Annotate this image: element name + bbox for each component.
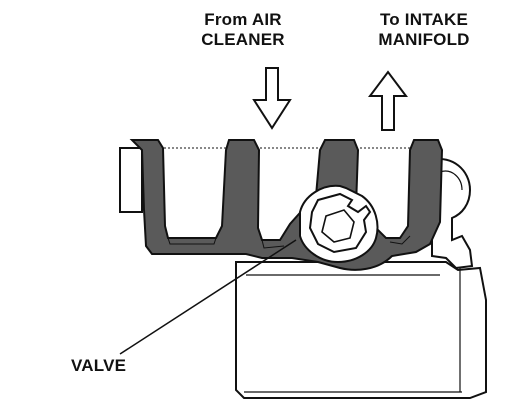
from-air-cleaner-line-2: CLEANER bbox=[201, 30, 285, 49]
from-air-cleaner-label: From AIR CLEANER bbox=[178, 10, 308, 50]
housing-detail-lines bbox=[167, 235, 411, 249]
valve-label: VALVE bbox=[71, 356, 127, 375]
to-intake-manifold-label: To INTAKE MANIFOLD bbox=[344, 10, 504, 50]
valve-leader-line bbox=[119, 239, 297, 355]
to-intake-manifold-line-1: To INTAKE bbox=[379, 10, 469, 29]
right-side-boss bbox=[431, 158, 474, 270]
from-air-cleaner-line-1: From AIR bbox=[204, 10, 282, 29]
valve-housing bbox=[129, 139, 444, 271]
valve-rotor bbox=[308, 192, 372, 254]
lower-body bbox=[235, 261, 487, 399]
left-side-plate bbox=[119, 147, 143, 213]
to-intake-manifold-line-2: MANIFOLD bbox=[378, 30, 470, 49]
arrow-up-icon bbox=[368, 70, 408, 131]
arrow-down-icon bbox=[252, 67, 292, 130]
